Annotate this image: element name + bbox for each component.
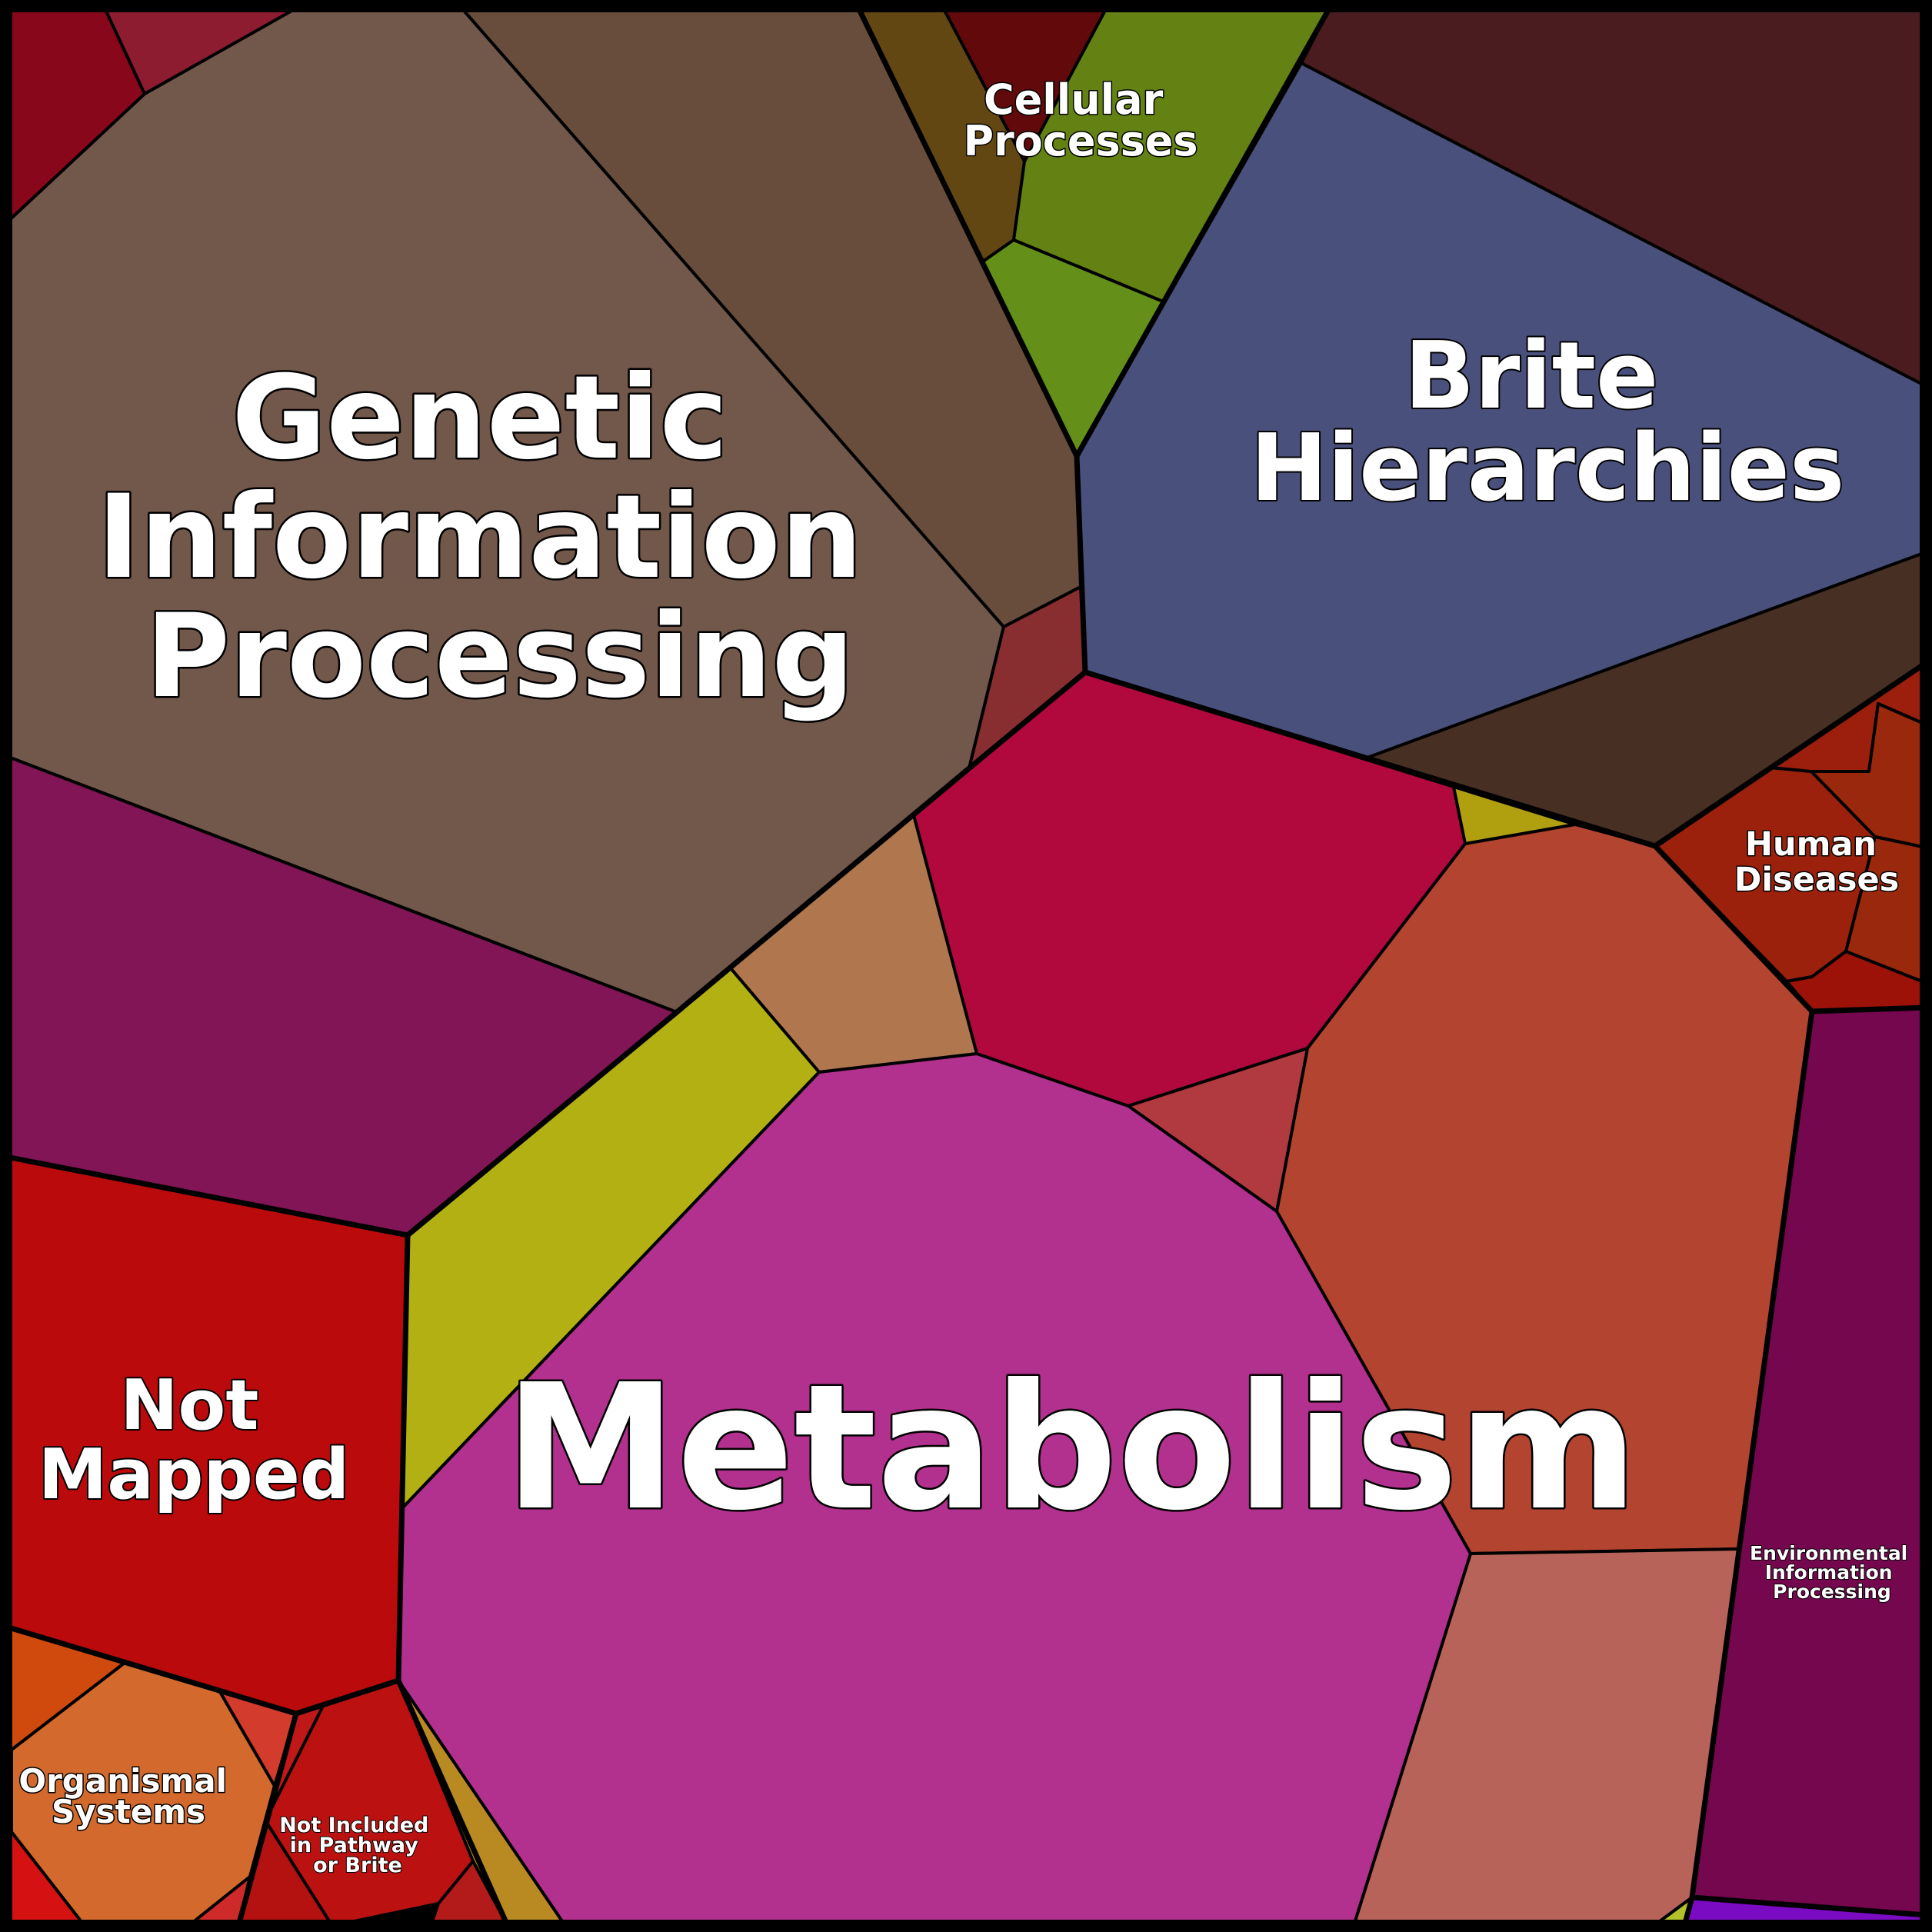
label-metabolism: Metabolism bbox=[505, 1347, 1638, 1549]
category-not-included-in-pathway-or-brite[interactable] bbox=[237, 1679, 509, 1927]
category-organismal-systems[interactable] bbox=[5, 1625, 298, 1927]
category-metabolism[interactable] bbox=[397, 671, 1814, 1927]
label-brite-hierarchies: Brite Hierarchies bbox=[1251, 323, 1845, 522]
category-human-diseases[interactable] bbox=[1654, 661, 1927, 1013]
category-borders bbox=[3, 3, 1929, 1929]
label-cellular-processes: Cellular Processes bbox=[964, 75, 1198, 165]
label-not-included-in-pathway-or-brite: Not Included in Pathway or Brite bbox=[279, 1814, 436, 1877]
label-genetic-information-processing: Genetic Information Processing bbox=[97, 351, 903, 724]
label-environmental-information-processing: Environmental Information Processing bbox=[1750, 1542, 1914, 1603]
label-organismal-systems: Organismal Systems bbox=[18, 1762, 238, 1830]
label-not-mapped: Not Mapped bbox=[38, 1365, 350, 1515]
category-genetic-information-processing[interactable] bbox=[5, 5, 1087, 1237]
category-brite-hierarchies[interactable] bbox=[1075, 5, 1927, 848]
label-human-diseases: Human Diseases bbox=[1734, 825, 1900, 899]
